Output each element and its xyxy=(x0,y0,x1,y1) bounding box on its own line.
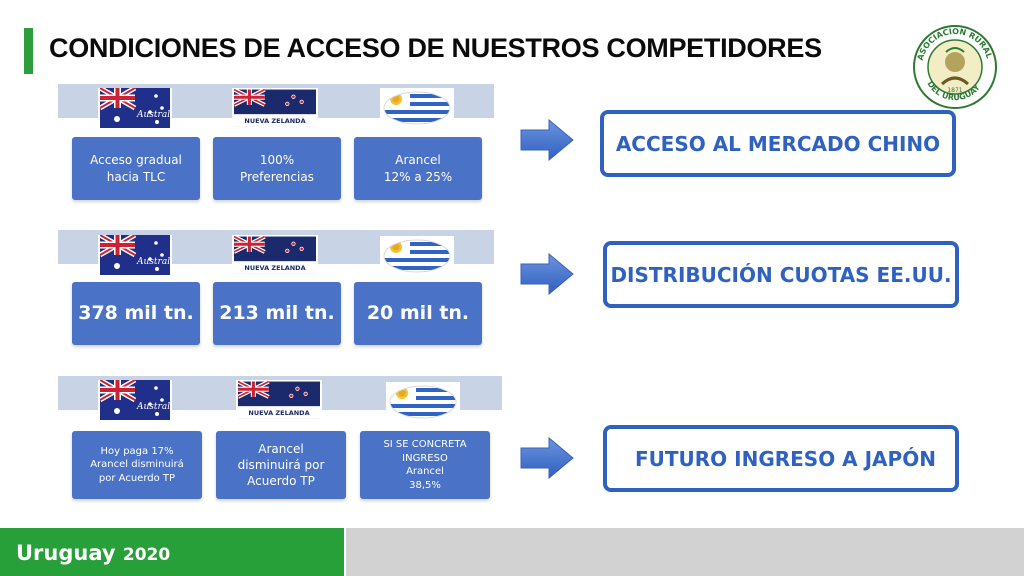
box-line: 12% a 25% xyxy=(383,169,453,184)
footer-brand-bar xyxy=(0,528,344,576)
box-line: Arancel disminuirá xyxy=(90,459,184,471)
right-arrow-icon xyxy=(519,436,575,480)
target-box-japan: FUTURO INGRESO A JAPÓN xyxy=(603,425,959,492)
australia-flag-icon: Australia xyxy=(98,380,172,420)
footer-year: 2020 xyxy=(122,545,171,565)
australia-flag-icon: Australia xyxy=(98,88,172,128)
box-line: SI SE CONCRETA xyxy=(383,439,467,450)
box-line: Arancel xyxy=(258,441,304,456)
australia-flag-icon: Australia xyxy=(98,235,172,275)
uruguay-flag-icon xyxy=(380,236,454,276)
box-line: Preferencias xyxy=(240,169,314,184)
svg-text:NUEVA ZELANDA: NUEVA ZELANDA xyxy=(248,409,309,417)
uruguay-flag-icon xyxy=(380,88,454,128)
svg-text:Australia: Australia xyxy=(136,257,170,267)
svg-text:1871: 1871 xyxy=(947,87,962,94)
box-line: Hoy paga 17% xyxy=(100,445,174,457)
box-line: Arancel xyxy=(406,466,444,477)
box-line: Acceso gradual xyxy=(90,153,182,168)
svg-text:NUEVA ZELANDA: NUEVA ZELANDA xyxy=(244,117,305,125)
uruguay-quota-box: 20 mil tn. xyxy=(354,282,482,345)
box-line: INGRESO xyxy=(402,452,448,464)
new-zealand-japan-box: Arancel disminuirá por Acuerdo TP xyxy=(216,431,346,499)
svg-text:NUEVA ZELANDA: NUEVA ZELANDA xyxy=(244,264,305,272)
footer-brand: Uruguay 2020 xyxy=(16,541,170,565)
box-line: 38,5% xyxy=(409,479,441,491)
box-line: Acuerdo TP xyxy=(247,474,315,489)
footer-brand-name: Uruguay xyxy=(16,541,116,565)
right-arrow-icon xyxy=(519,118,575,162)
box-line: 100% xyxy=(259,153,295,168)
right-arrow-icon xyxy=(519,252,575,296)
title-accent-bar xyxy=(24,28,33,74)
seal-icon: 1871 ASOCIACION RURAL DEL URUGUAY xyxy=(913,25,997,109)
australia-china-box: Acceso gradual hacia TLC xyxy=(72,137,200,200)
page-title: CONDICIONES DE ACCESO DE NUESTROS COMPET… xyxy=(49,33,822,63)
asociacion-rural-logo: 1871 ASOCIACION RURAL DEL URUGUAY xyxy=(910,22,1000,112)
australia-quota-box: 378 mil tn. xyxy=(72,282,200,345)
box-line: 378 mil tn. xyxy=(78,301,194,324)
australia-japan-box: Hoy paga 17% Arancel disminuirá por Acue… xyxy=(72,431,202,499)
box-line: 20 mil tn. xyxy=(366,301,470,324)
box-line: Arancel xyxy=(395,153,441,168)
svg-text:Australia: Australia xyxy=(136,110,170,120)
box-line: por Acuerdo TP xyxy=(98,472,176,484)
box-line: disminuirá por xyxy=(237,457,325,472)
new-zealand-quota-box: 213 mil tn. xyxy=(213,282,341,345)
uruguay-flag-icon xyxy=(386,382,460,422)
box-line: hacia TLC xyxy=(106,169,166,184)
uruguay-japan-box: SI SE CONCRETA INGRESO Arancel 38,5% xyxy=(360,431,490,499)
target-box-usa: DISTRIBUCIÓN CUOTAS EE.UU. xyxy=(603,241,959,308)
svg-text:Australia: Australia xyxy=(136,402,170,412)
footer-gray-bar xyxy=(346,528,1024,576)
new-zealand-flag-icon: NUEVA ZELANDA xyxy=(232,88,318,128)
new-zealand-china-box: 100% Preferencias xyxy=(213,137,341,200)
new-zealand-flag-icon: NUEVA ZELANDA xyxy=(236,380,322,420)
uruguay-china-box: Arancel 12% a 25% xyxy=(354,137,482,200)
new-zealand-flag-icon: NUEVA ZELANDA xyxy=(232,235,318,275)
target-box-china: ACCESO AL MERCADO CHINO xyxy=(600,110,956,177)
box-line: 213 mil tn. xyxy=(219,301,335,324)
